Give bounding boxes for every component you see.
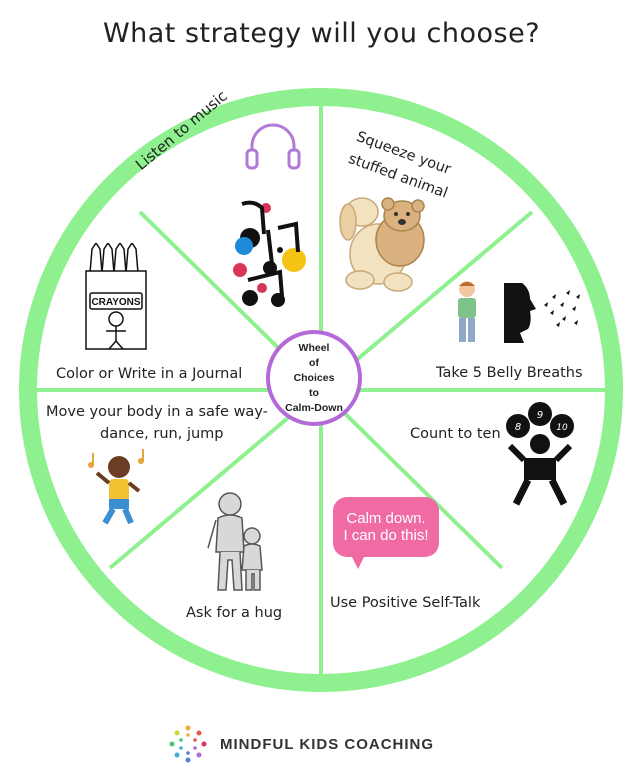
count-number-9: 9 bbox=[537, 410, 543, 421]
center-line-5: Calm-Down bbox=[285, 401, 343, 414]
bubble-line-1: Calm down. bbox=[346, 510, 426, 527]
count-number-10: 10 bbox=[556, 423, 568, 433]
wheel-rim bbox=[19, 88, 623, 692]
center-line-4: to bbox=[309, 386, 319, 399]
segment-color-journal: Color or Write in a Journal bbox=[56, 366, 243, 382]
counting-figure-icon: 8 9 10 bbox=[506, 402, 574, 506]
brand-name: MINDFUL KIDS COACHING bbox=[220, 735, 435, 753]
hug-figures-icon bbox=[207, 492, 263, 591]
bubble-line-2: I can do this! bbox=[343, 527, 429, 544]
crayons-label: CRAYONS bbox=[91, 297, 140, 308]
segment-positive-self-talk: Use Positive Self-Talk bbox=[330, 595, 481, 611]
segment-count-ten: Count to ten bbox=[410, 426, 501, 442]
count-number-8: 8 bbox=[515, 422, 521, 433]
self-talk-bubble: Calm down. I can do this! bbox=[333, 497, 439, 557]
segment-belly-breaths: Take 5 Belly Breaths bbox=[436, 365, 583, 381]
crayons-box-icon: CRAYONS bbox=[85, 243, 147, 350]
wheel-center: Wheel of Choices to Calm-Down bbox=[266, 330, 362, 426]
footer: MINDFUL KIDS COACHING bbox=[168, 724, 434, 764]
center-line-3: Choices bbox=[293, 371, 335, 384]
stuffed-animal-icon bbox=[339, 197, 425, 292]
bubble-tail bbox=[350, 553, 366, 569]
music-notes-icon bbox=[233, 200, 306, 307]
segment-ask-hug: Ask for a hug bbox=[186, 605, 283, 621]
mindful-logo-icon bbox=[169, 725, 207, 763]
breathing-profile-icon bbox=[504, 283, 580, 343]
boy-icon bbox=[458, 281, 476, 342]
page-title: What strategy will you choose? bbox=[102, 18, 541, 49]
segment-move-body-line1: Move your body in a safe way- bbox=[46, 404, 268, 420]
dancing-kid-icon bbox=[88, 449, 144, 525]
center-line-2: of bbox=[309, 356, 319, 369]
headphones-icon bbox=[245, 123, 301, 170]
center-line-1: Wheel bbox=[298, 341, 330, 354]
segment-move-body-line2: dance, run, jump bbox=[100, 426, 224, 442]
